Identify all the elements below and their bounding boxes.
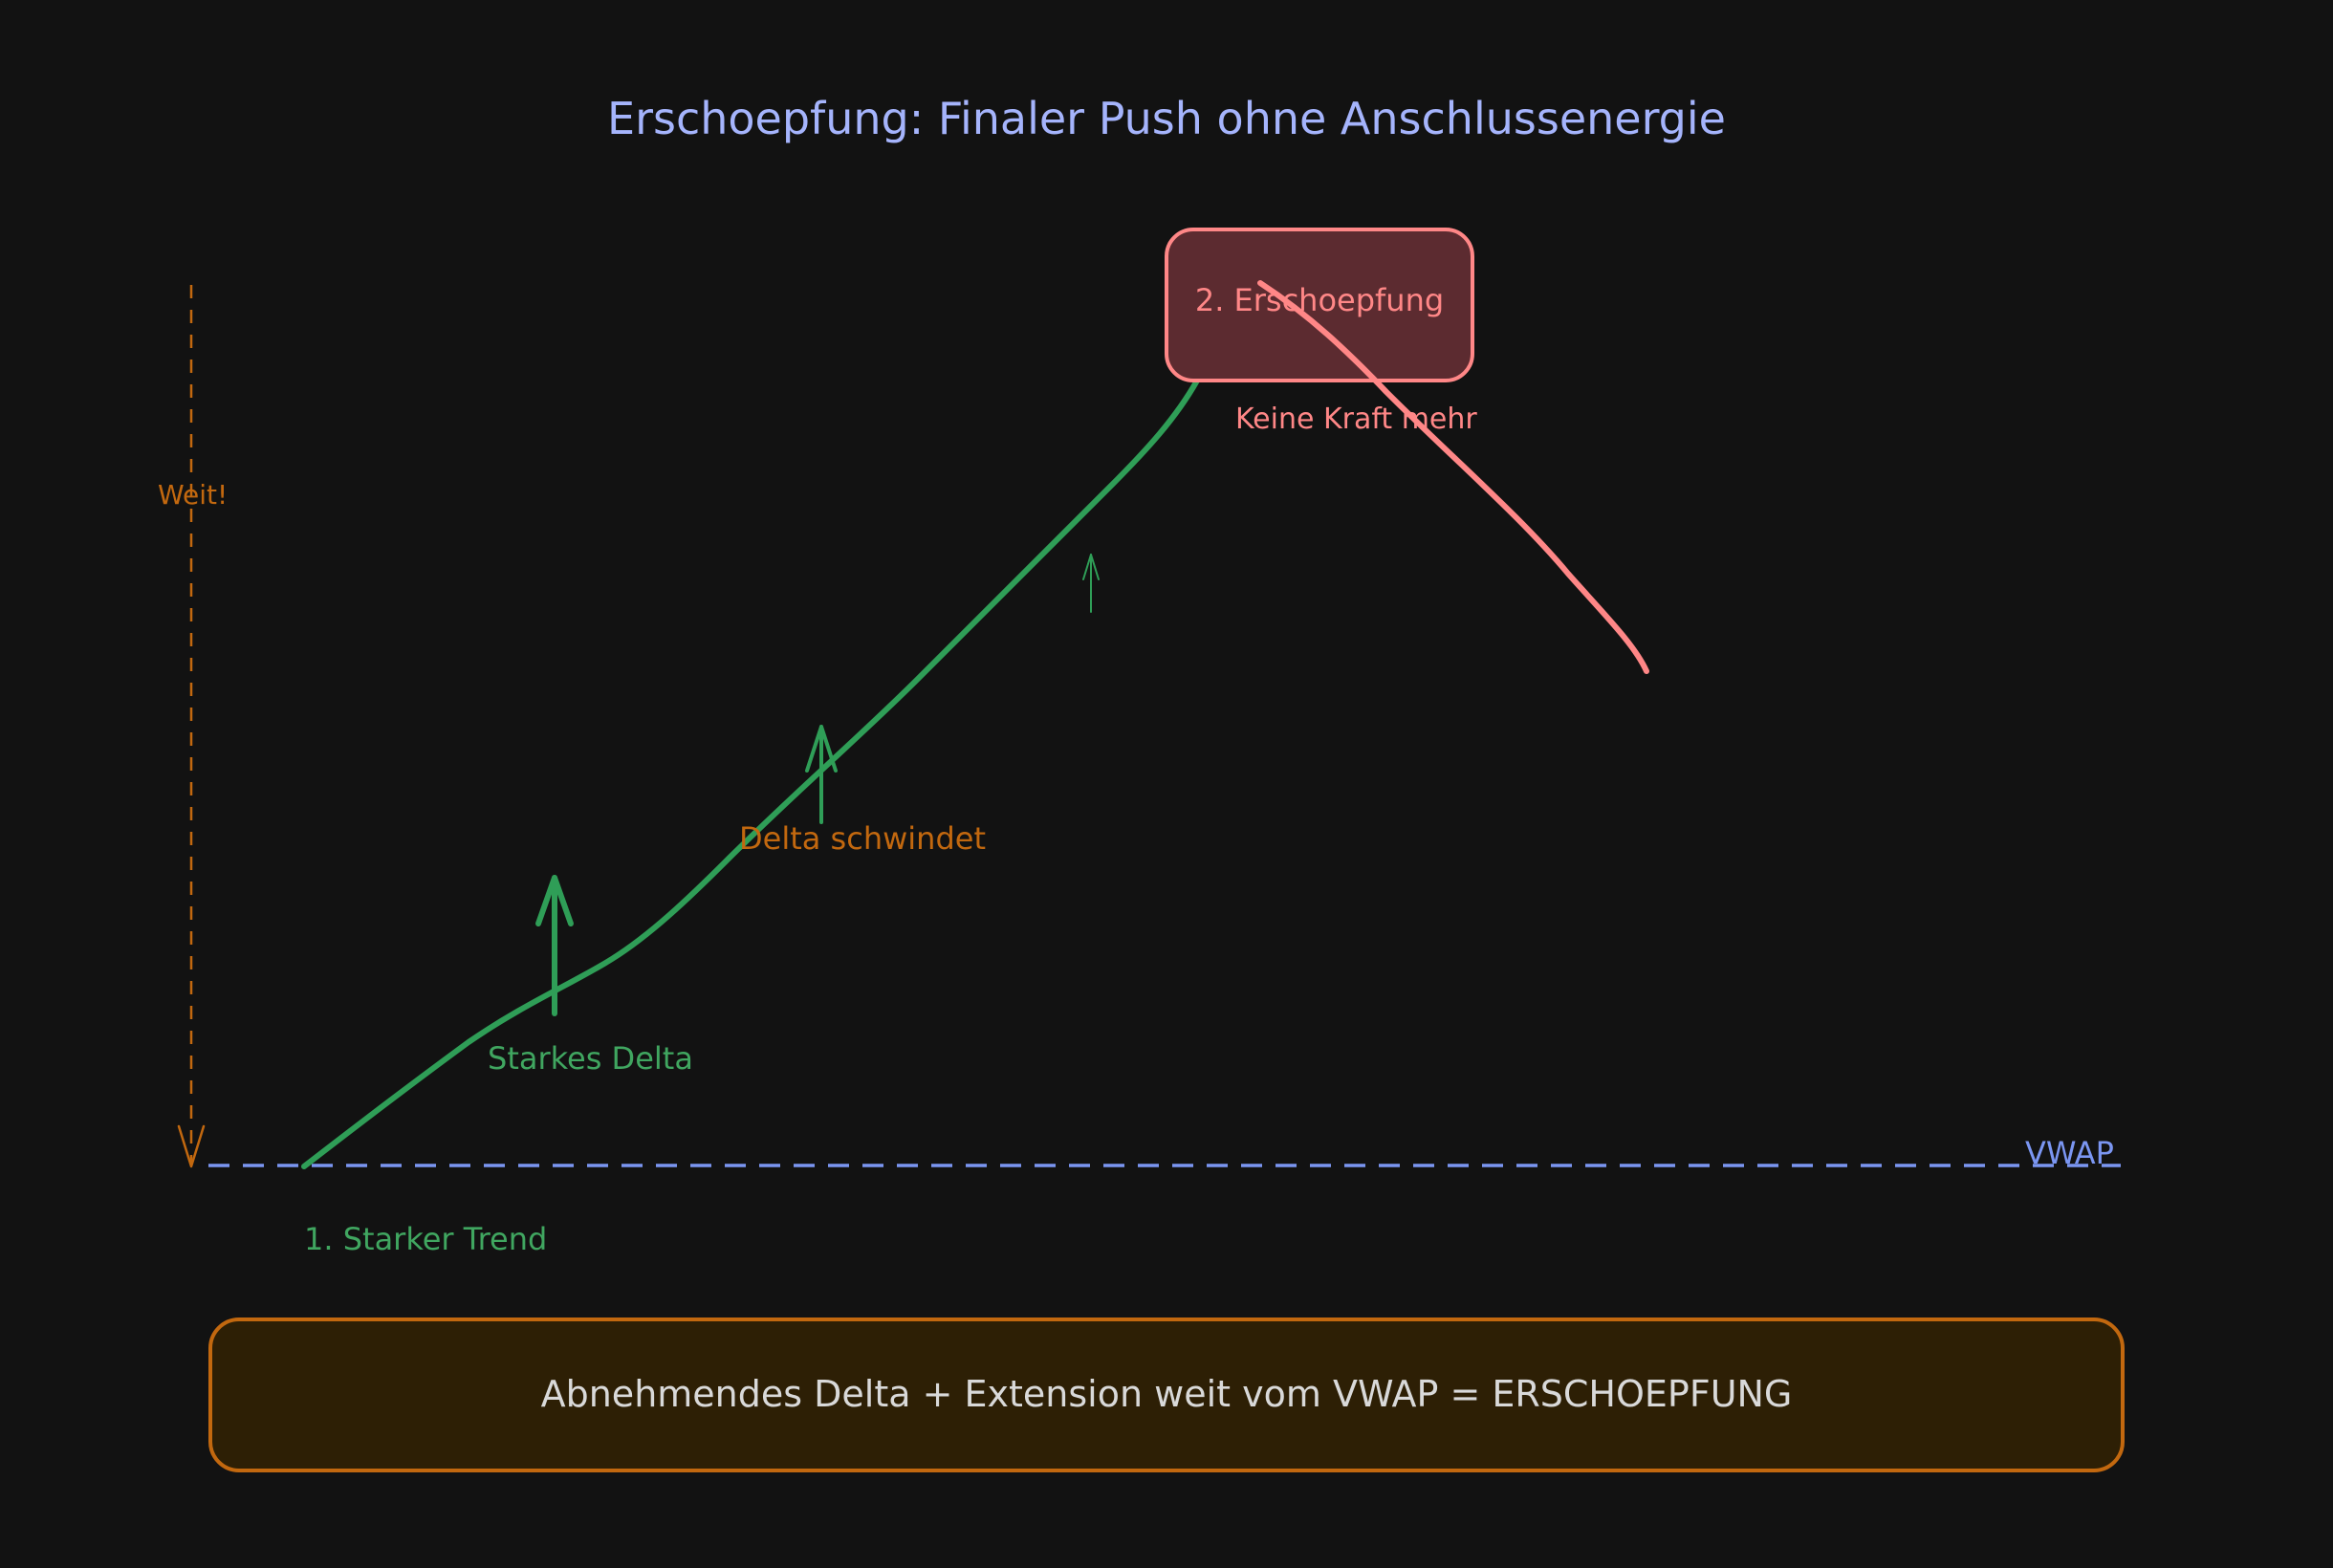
keine-kraft-label: Keine Kraft mehr	[1235, 403, 1477, 436]
summary-text: Abnehmendes Delta + Extension weit vom V…	[541, 1373, 1793, 1415]
fading-delta-arrow	[1082, 554, 1100, 613]
vwap-label: VWAP	[2025, 1135, 2114, 1171]
diagram-title: Erschoepfung: Finaler Push ohne Anschlus…	[607, 93, 1726, 144]
weakening-delta-arrow	[805, 725, 838, 824]
distance-arrow	[177, 285, 206, 1168]
summary-box	[208, 1318, 2125, 1472]
weit-label: Weit!	[158, 479, 228, 511]
strong-delta-arrow	[535, 875, 574, 1016]
reversal-line	[1257, 280, 1649, 674]
exhaustion-box	[1165, 228, 1474, 382]
trend-line	[301, 378, 1200, 1169]
starkes-delta-label: Starkes Delta	[488, 1040, 693, 1077]
starker-trend-label: 1. Starker Trend	[304, 1221, 547, 1257]
exhaustion-box-label: 2. Erschoepfung	[1195, 282, 1444, 318]
delta-schwindet-label: Delta schwindet	[739, 820, 986, 857]
